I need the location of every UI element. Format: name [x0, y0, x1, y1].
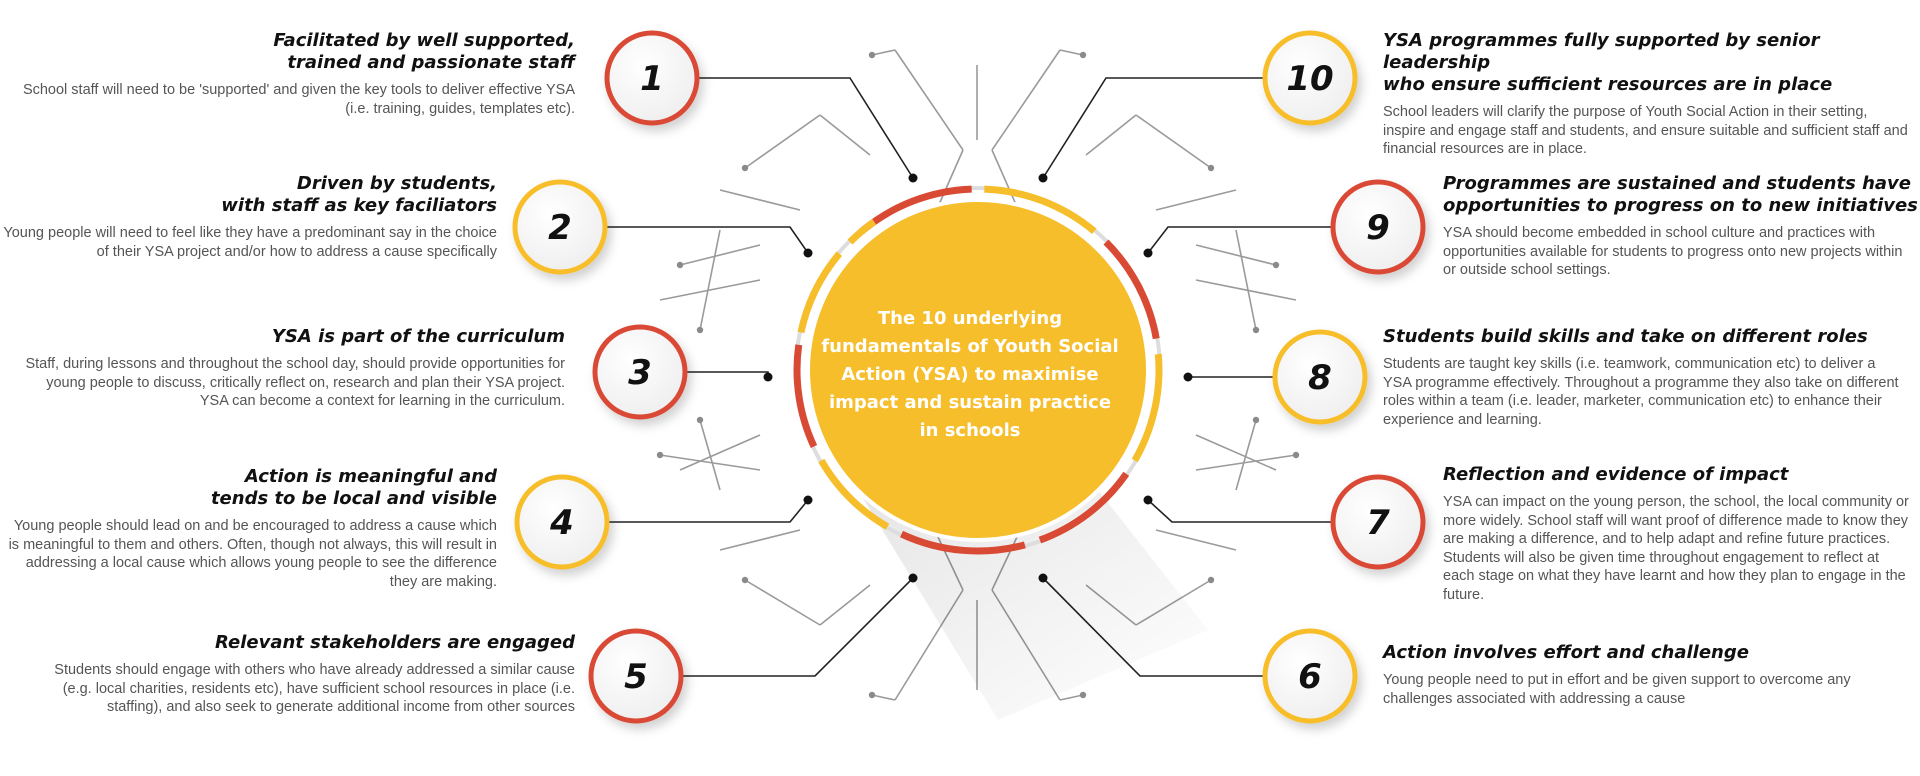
heading-line: Students build skills and take on differ…	[1383, 326, 1868, 347]
fundamental-10: YSA programmes fully supported by senior…	[1383, 30, 1913, 159]
heading-line: YSA is part of the curriculum	[271, 326, 565, 347]
fundamental-heading: YSA is part of the curriculum	[20, 326, 565, 348]
heading-line: Relevant stakeholders are engaged	[215, 632, 575, 653]
fundamental-8: Students build skills and take on differ…	[1383, 326, 1903, 429]
center-title: The 10 underlying fundamentals of Youth …	[821, 308, 1119, 441]
heading-line: Facilitated by well supported,	[273, 30, 575, 51]
badge-number: 10	[1286, 59, 1333, 99]
badge-number: 9	[1366, 208, 1390, 248]
badge-number: 2	[548, 208, 572, 248]
fundamental-heading: Relevant stakeholders are engaged	[40, 632, 575, 654]
badge-number: 7	[1366, 503, 1390, 543]
fundamental-body: YSA can impact on the young person, the …	[1443, 494, 1909, 603]
heading-line: who ensure sufficient resources are in p…	[1383, 74, 1833, 95]
fundamental-2: Driven by students,with staff as key fac…	[0, 173, 497, 261]
badge-number: 4	[549, 503, 574, 543]
heading-line: with staff as key faciliators	[221, 195, 497, 216]
connector-line	[680, 577, 914, 677]
connector-dot	[1038, 173, 1048, 183]
fundamental-9: Programmes are sustained and students ha…	[1443, 173, 1918, 280]
badge-number: 8	[1308, 358, 1332, 398]
heading-line: tends to be local and visible	[210, 488, 497, 509]
badge-number: 5	[624, 657, 648, 697]
badge-number: 3	[628, 353, 652, 393]
badge-6: 6	[1262, 628, 1358, 724]
badge-10: 10	[1262, 30, 1358, 126]
heading-line: Programmes are sustained and students ha…	[1443, 173, 1911, 194]
fundamental-body: YSA should become embedded in school cul…	[1443, 225, 1903, 278]
center-hub	[793, 185, 1208, 720]
badge-7: 7	[1330, 474, 1426, 570]
connector-dot	[1143, 495, 1153, 505]
connector-line	[684, 371, 769, 377]
badge-2: 2	[512, 179, 608, 275]
heading-line: Driven by students,	[296, 173, 497, 194]
badge-number: 1	[640, 59, 664, 99]
badge-8: 8	[1272, 329, 1368, 425]
connector-line	[696, 77, 914, 179]
badge-number: 6	[1298, 657, 1322, 697]
connector-line	[604, 226, 809, 254]
connector-line	[606, 499, 809, 523]
connector-dot	[1183, 372, 1193, 382]
fundamental-body: School leaders will clarify the purpose …	[1383, 104, 1908, 157]
fundamental-heading: YSA programmes fully supported by senior…	[1383, 30, 1913, 96]
fundamental-heading: Action involves effort and challenge	[1383, 642, 1893, 664]
heading-line: YSA programmes fully supported by senior…	[1383, 30, 1820, 73]
badge-3: 3	[592, 324, 688, 420]
fundamental-heading: Programmes are sustained and students ha…	[1443, 173, 1918, 217]
fundamental-body: Students are taught key skills (i.e. tea…	[1383, 356, 1899, 428]
connector-line	[1042, 77, 1266, 179]
badge-9: 9	[1330, 179, 1426, 275]
heading-line: Action involves effort and challenge	[1383, 642, 1749, 663]
heading-line: Action is meaningful and	[244, 466, 497, 487]
fundamental-body: Students should engage with others who h…	[54, 662, 575, 715]
connector-line	[1147, 226, 1334, 254]
fundamental-heading: Driven by students,with staff as key fac…	[0, 173, 497, 217]
fundamental-1: Facilitated by well supported,trained an…	[20, 30, 575, 118]
number-badges: 1 2 3 4 5 6 7 8 9 10	[512, 30, 1426, 724]
heading-line: trained and passionate staff	[287, 52, 575, 73]
badge-4: 4	[514, 474, 610, 570]
connector-dot	[803, 248, 813, 258]
connector-dot	[763, 372, 773, 382]
connector-dot	[1143, 248, 1153, 258]
fundamental-body: Young people should lead on and be encou…	[8, 518, 497, 590]
badge-1: 1	[604, 30, 700, 126]
badge-5: 5	[588, 628, 684, 724]
heading-line: Reflection and evidence of impact	[1443, 464, 1789, 485]
fundamental-heading: Facilitated by well supported,trained an…	[20, 30, 575, 74]
connector-dot	[803, 495, 813, 505]
fundamental-heading: Students build skills and take on differ…	[1383, 326, 1903, 348]
fundamental-body: Staff, during lessons and throughout the…	[25, 356, 565, 409]
fundamental-body: Young people will need to feel like they…	[3, 225, 497, 260]
heading-line: opportunities to progress on to new init…	[1443, 195, 1918, 216]
fundamental-body: School staff will need to be 'supported'…	[22, 82, 575, 117]
fundamental-body: Young people need to put in effort and b…	[1383, 672, 1851, 707]
connector-line	[1147, 499, 1334, 523]
connector-dot	[908, 173, 918, 183]
fundamental-heading: Reflection and evidence of impact	[1443, 464, 1913, 486]
connector-lines	[604, 77, 1334, 677]
